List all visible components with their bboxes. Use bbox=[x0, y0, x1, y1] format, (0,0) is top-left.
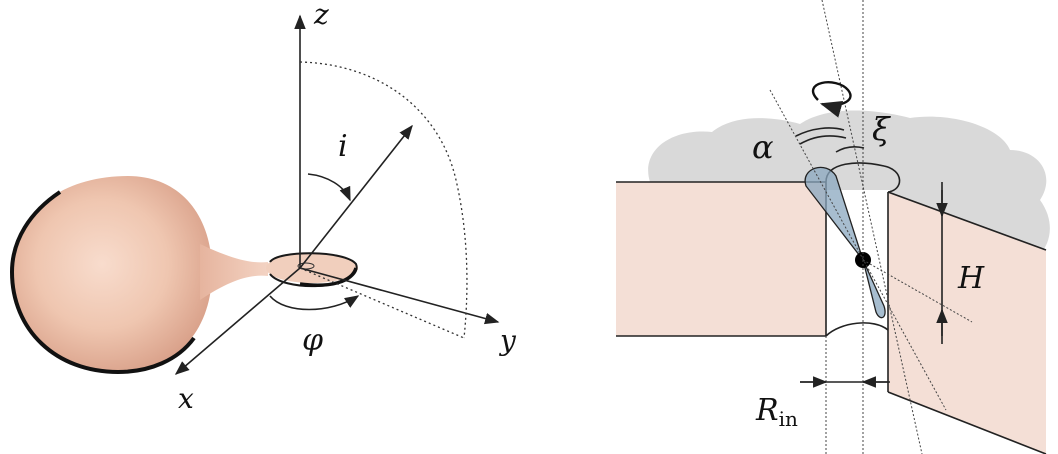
inner-radius-symbol: R bbox=[755, 393, 779, 428]
alpha-label: α bbox=[752, 128, 774, 166]
disk-wall-left bbox=[616, 182, 826, 336]
xi-label: ξ bbox=[872, 110, 891, 148]
azimuth-arc bbox=[269, 295, 360, 311]
accretion-stream bbox=[200, 244, 268, 300]
y-axis bbox=[299, 267, 500, 325]
alpha-arc-2 bbox=[799, 135, 847, 145]
rotation-arrow bbox=[811, 81, 852, 118]
beam-upper bbox=[804, 166, 864, 261]
alpha-arc bbox=[795, 127, 845, 137]
inner-radius-label: Rin bbox=[755, 393, 798, 431]
z-axis-label: z bbox=[313, 0, 329, 31]
disk-right-top-edge bbox=[887, 191, 1047, 251]
x-axis-label: x bbox=[178, 382, 194, 415]
line-of-sight bbox=[299, 124, 413, 269]
projection-arc bbox=[299, 61, 468, 339]
donor-star bbox=[12, 176, 212, 372]
equator-line bbox=[862, 259, 973, 323]
inner-hole-top bbox=[825, 162, 901, 193]
xi-arc bbox=[835, 146, 865, 153]
rotation-axis-line bbox=[821, 0, 923, 454]
x-axis bbox=[174, 267, 301, 375]
magnetic-axis-line bbox=[769, 89, 947, 411]
height-label: H bbox=[957, 261, 985, 296]
inclination-arc bbox=[307, 173, 351, 202]
azimuth-label: φ bbox=[302, 323, 323, 358]
left-panel: z x y i φ bbox=[9, 0, 517, 415]
inclination-label: i bbox=[338, 129, 348, 164]
right-panel: α ξ H Rin bbox=[616, 0, 1050, 454]
disk-wall-right bbox=[888, 192, 1046, 454]
donor-star-outline bbox=[9, 190, 196, 375]
inner-hole-bottom bbox=[825, 322, 889, 337]
projection-line bbox=[299, 267, 465, 339]
y-axis-label: y bbox=[498, 324, 517, 357]
accretion-disk bbox=[266, 252, 358, 288]
beam-lower bbox=[862, 259, 886, 319]
inner-radius-subscript: in bbox=[779, 407, 798, 431]
disk-right-bottom-edge bbox=[887, 391, 1047, 454]
